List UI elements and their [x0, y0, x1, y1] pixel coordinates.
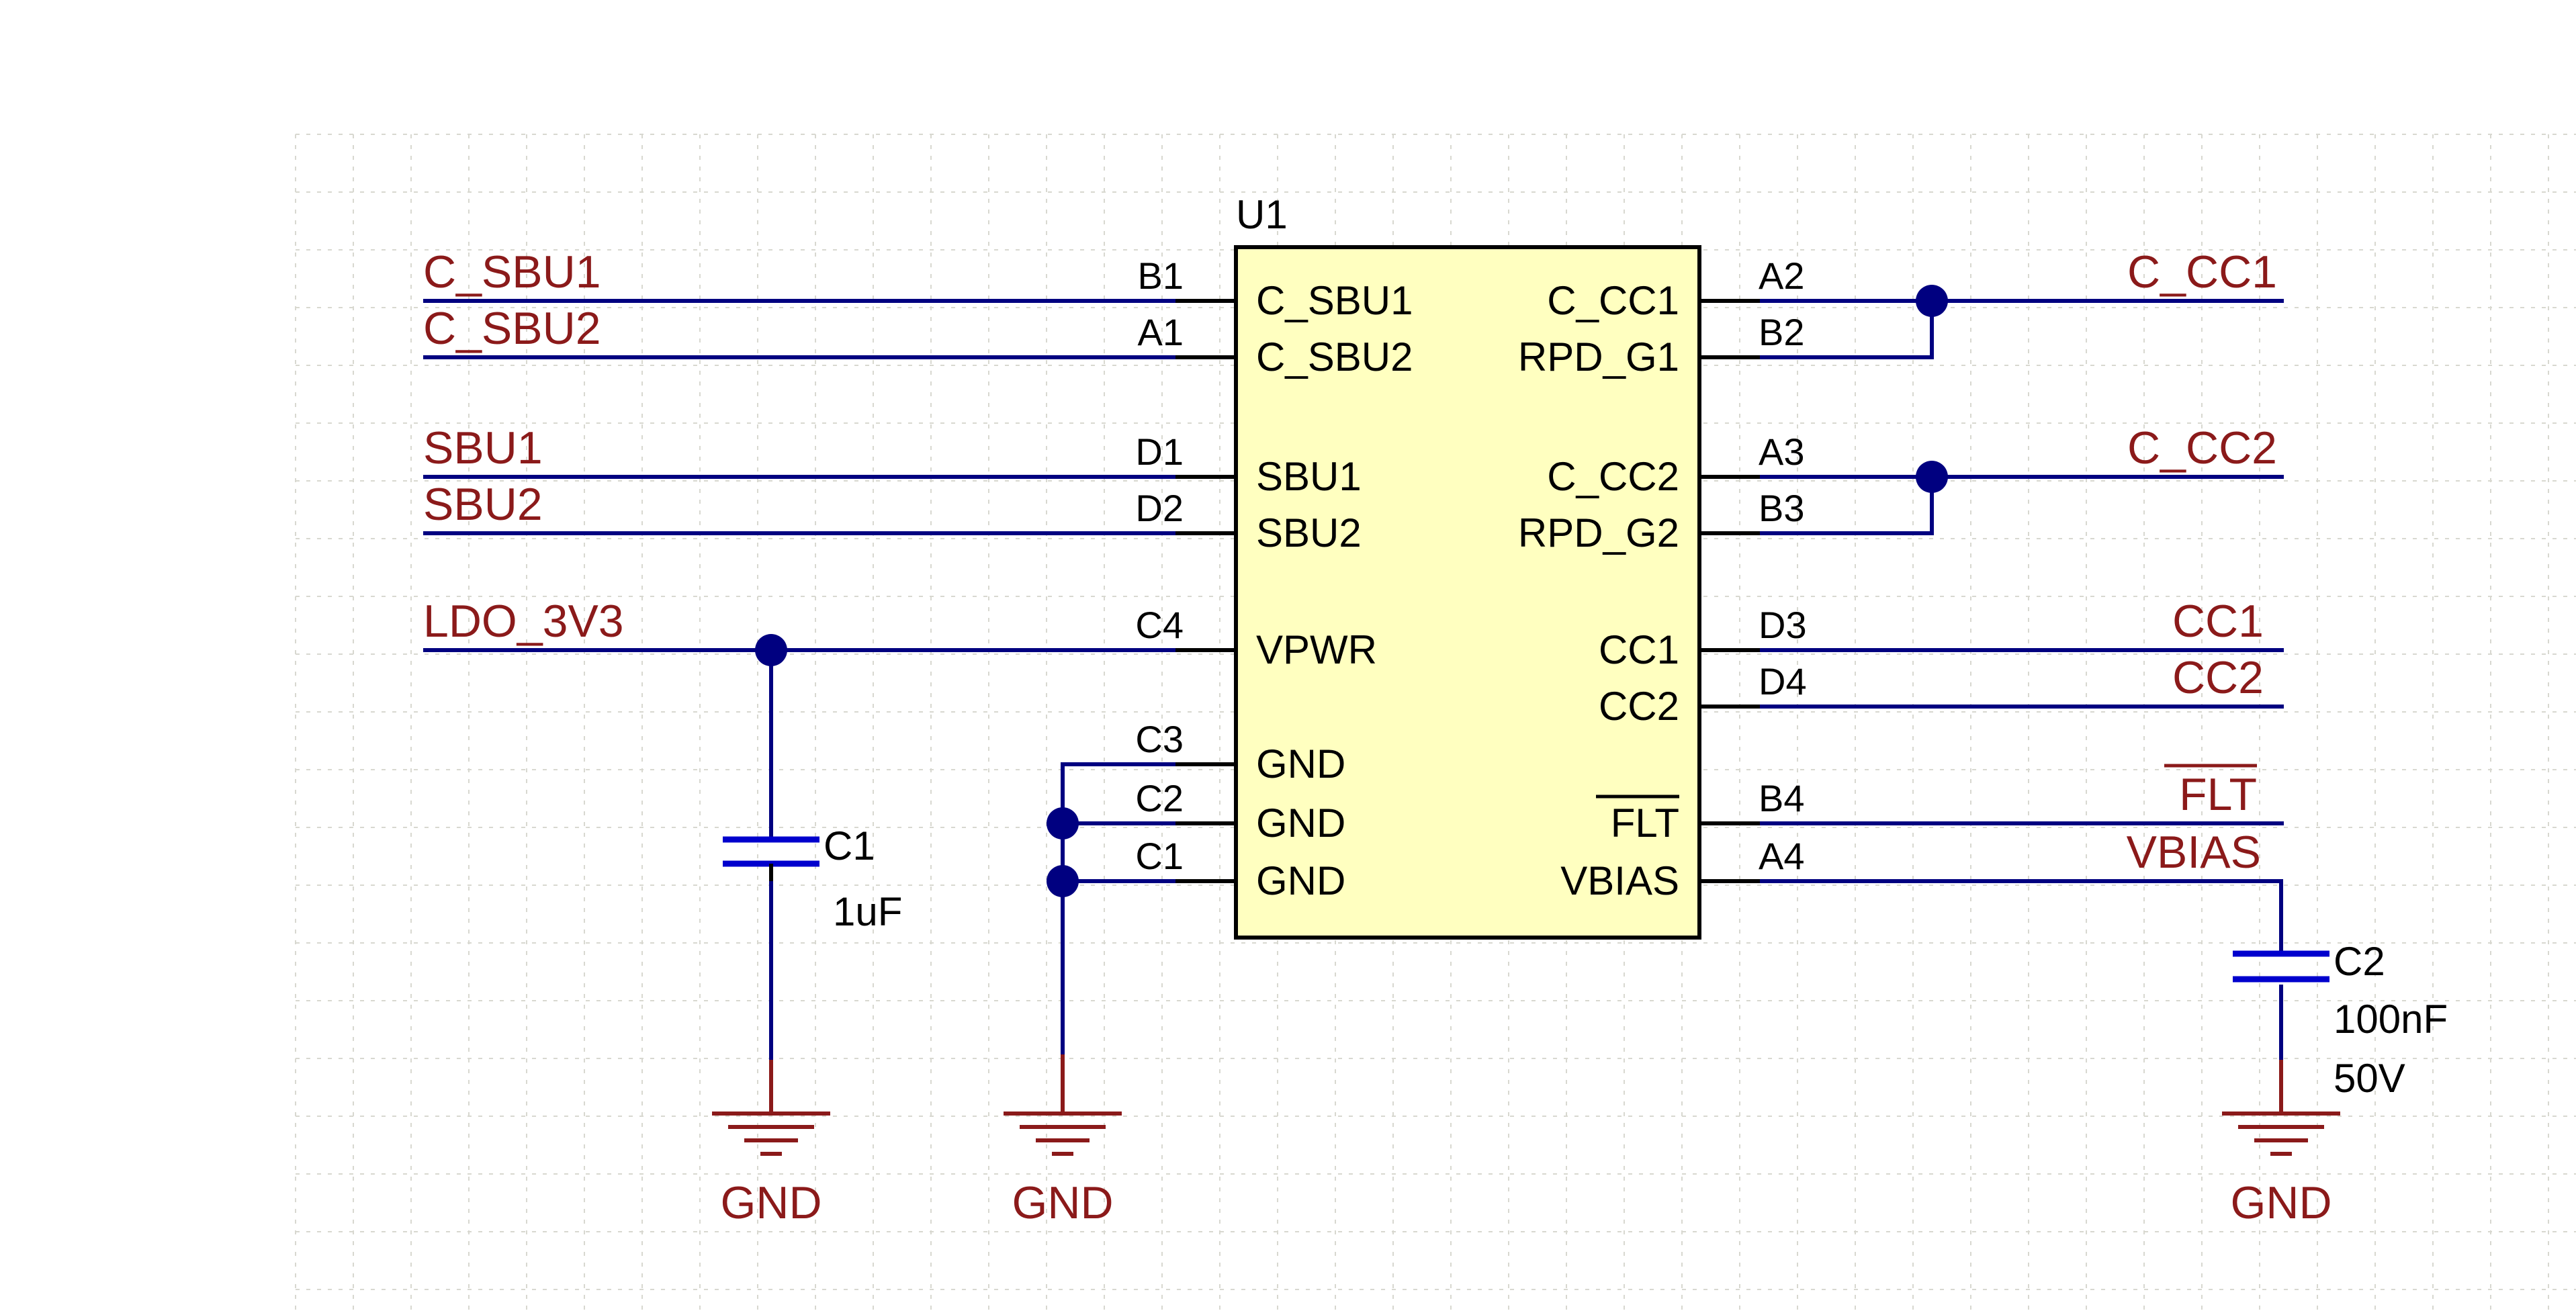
wire-rpd-g2[interactable] — [1760, 477, 1934, 535]
net-label: LDO_3V3 — [423, 596, 624, 647]
net-label: C_SBU1 — [423, 246, 601, 298]
wire-rpd-g1[interactable] — [1760, 301, 1934, 359]
pin-name: VBIAS — [1560, 858, 1679, 903]
pin-name: CC2 — [1599, 684, 1679, 729]
pin-name: C_SBU2 — [1256, 334, 1413, 379]
ground-symbol — [1004, 1054, 1122, 1156]
pin-number: A1 — [1138, 311, 1184, 353]
pin-number: B3 — [1759, 487, 1805, 529]
capacitor-rating: 50V — [2334, 1056, 2405, 1101]
pin-name: C_CC2 — [1547, 454, 1679, 499]
capacitor-designator: C1 — [824, 823, 875, 868]
ground-label: GND — [2230, 1177, 2331, 1228]
ground-label: GND — [720, 1177, 821, 1228]
pin-number: D4 — [1759, 660, 1807, 702]
capacitor-value: 1uF — [833, 889, 902, 934]
ic-designator: U1 — [1236, 192, 1288, 237]
pin-number: D3 — [1759, 604, 1807, 646]
wire-vbias[interactable] — [1760, 879, 2283, 954]
net-label: C_SBU2 — [423, 303, 601, 354]
junction-dot — [1916, 285, 1948, 317]
junction-dot — [1047, 865, 1079, 897]
ground-symbol — [712, 1060, 830, 1156]
pin-number: B4 — [1759, 777, 1805, 819]
pin-number: D2 — [1135, 487, 1184, 529]
pin-number: D1 — [1135, 430, 1184, 473]
net-label: C_CC2 — [2127, 422, 2277, 473]
net-label: CC1 — [2172, 596, 2264, 647]
pin-name: RPD_G1 — [1518, 334, 1679, 379]
capacitor-designator: C2 — [2334, 939, 2385, 984]
net-label: FLT — [2179, 769, 2257, 820]
pin-number: C2 — [1135, 777, 1184, 819]
pin-number: A4 — [1759, 835, 1805, 877]
pin-number: C4 — [1135, 604, 1184, 646]
pin-name: SBU1 — [1256, 454, 1362, 499]
pin-name: RPD_G2 — [1518, 510, 1679, 555]
net-label: VBIAS — [2127, 827, 2261, 878]
pin-name: GND — [1256, 741, 1345, 786]
pin-name: C_SBU1 — [1256, 278, 1413, 323]
pin-name: GND — [1256, 858, 1345, 903]
pin-name: FLT — [1611, 801, 1679, 846]
ic-u1-body[interactable] — [1234, 245, 1701, 940]
junction-dot — [755, 634, 787, 666]
net-label: SBU2 — [423, 479, 543, 530]
ground-label: GND — [1012, 1177, 1113, 1228]
pin-number: A2 — [1759, 255, 1805, 297]
junction-dot — [1047, 807, 1079, 840]
net-label: SBU1 — [423, 422, 543, 473]
pin-number: C3 — [1135, 718, 1184, 760]
pin-name: C_CC1 — [1547, 278, 1679, 323]
pin-number: B1 — [1138, 255, 1184, 297]
pin-name: GND — [1256, 801, 1345, 846]
net-label: C_CC1 — [2127, 246, 2277, 298]
pin-name: SBU2 — [1256, 510, 1362, 555]
pin-number: C1 — [1135, 835, 1184, 877]
ground-symbol — [2222, 1060, 2340, 1156]
pin-number: A3 — [1759, 430, 1805, 473]
junction-dot — [1916, 461, 1948, 493]
pin-number: B2 — [1759, 311, 1805, 353]
pin-name: CC1 — [1599, 627, 1679, 672]
capacitor-value: 100nF — [2334, 997, 2448, 1042]
wire-gnd-c3[interactable] — [1061, 762, 1175, 1054]
pin-name: VPWR — [1256, 627, 1377, 672]
net-label: CC2 — [2172, 652, 2264, 703]
